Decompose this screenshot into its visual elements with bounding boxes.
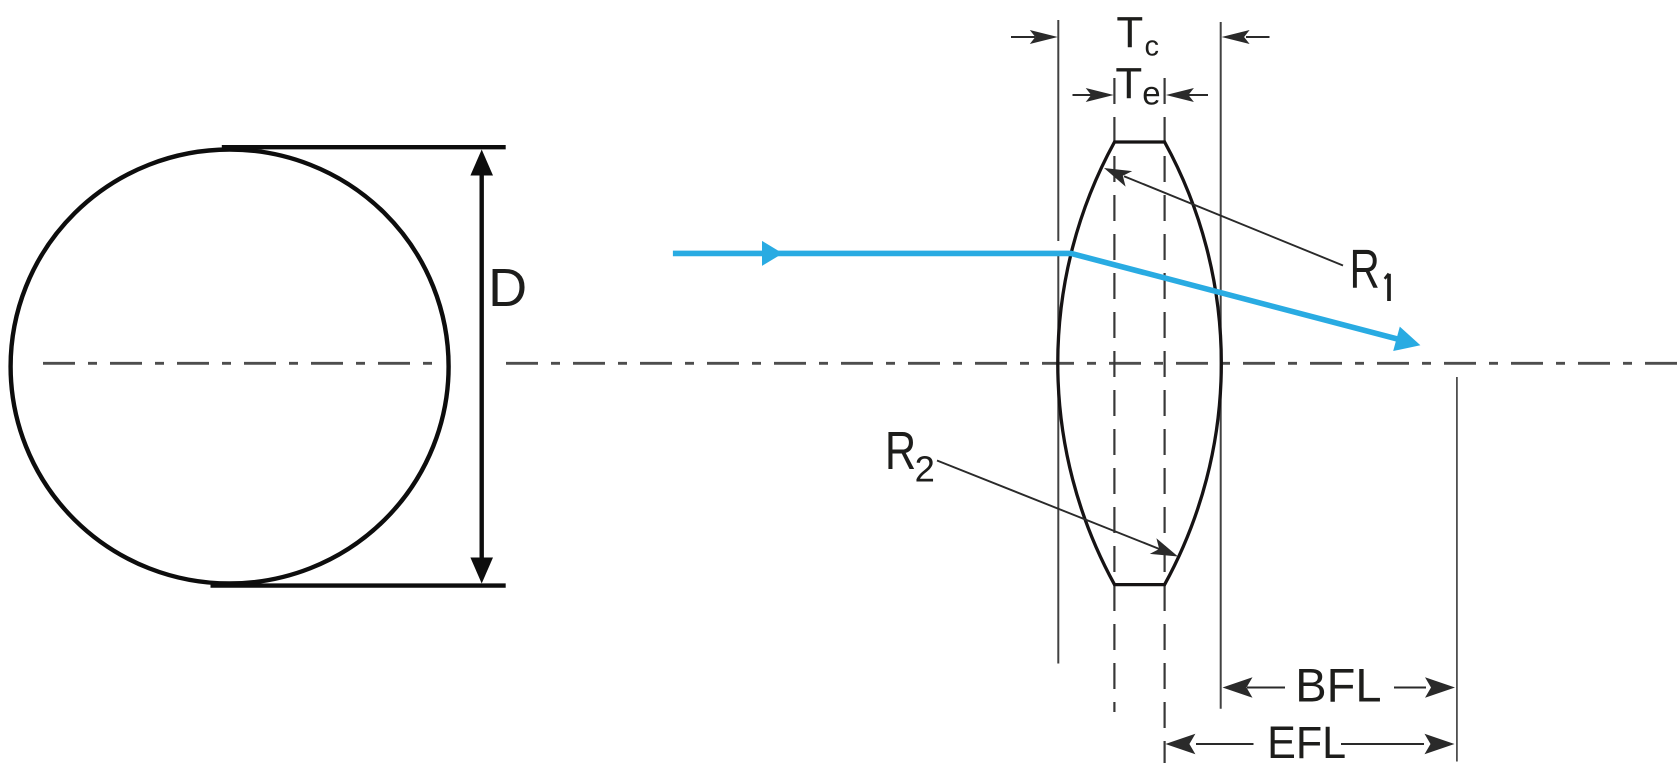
- svg-text:BFL: BFL: [1295, 659, 1381, 712]
- svg-text:e: e: [1142, 74, 1160, 111]
- svg-text:T: T: [1116, 8, 1143, 57]
- svg-text:R: R: [1350, 238, 1380, 300]
- svg-text:D: D: [488, 258, 527, 318]
- svg-text:T: T: [1115, 59, 1142, 108]
- svg-text:2: 2: [915, 448, 935, 489]
- svg-text:EFL: EFL: [1267, 717, 1346, 768]
- svg-text:c: c: [1145, 30, 1160, 62]
- svg-text:R: R: [885, 421, 916, 481]
